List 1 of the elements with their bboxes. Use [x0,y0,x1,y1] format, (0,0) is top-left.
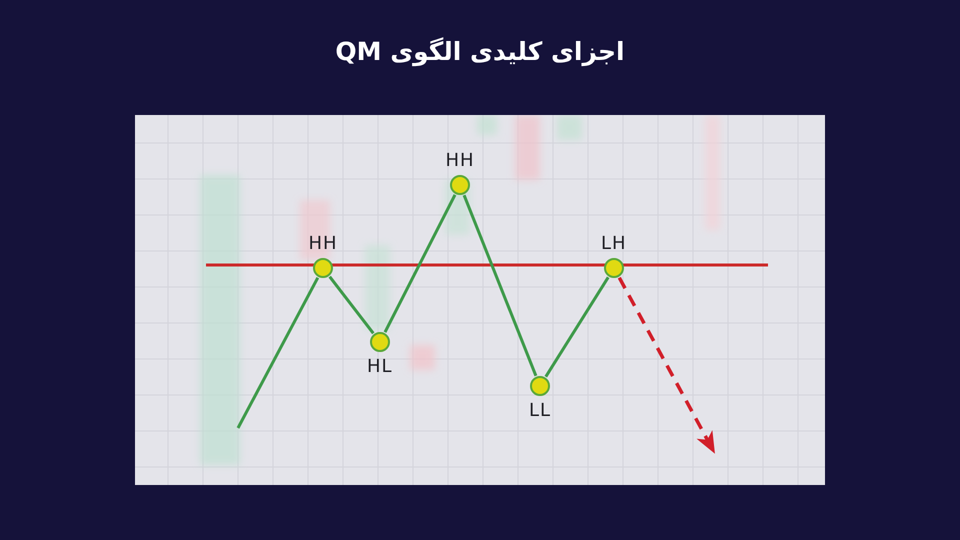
title: اجزای کلیدی الگوی QM [335,36,625,68]
